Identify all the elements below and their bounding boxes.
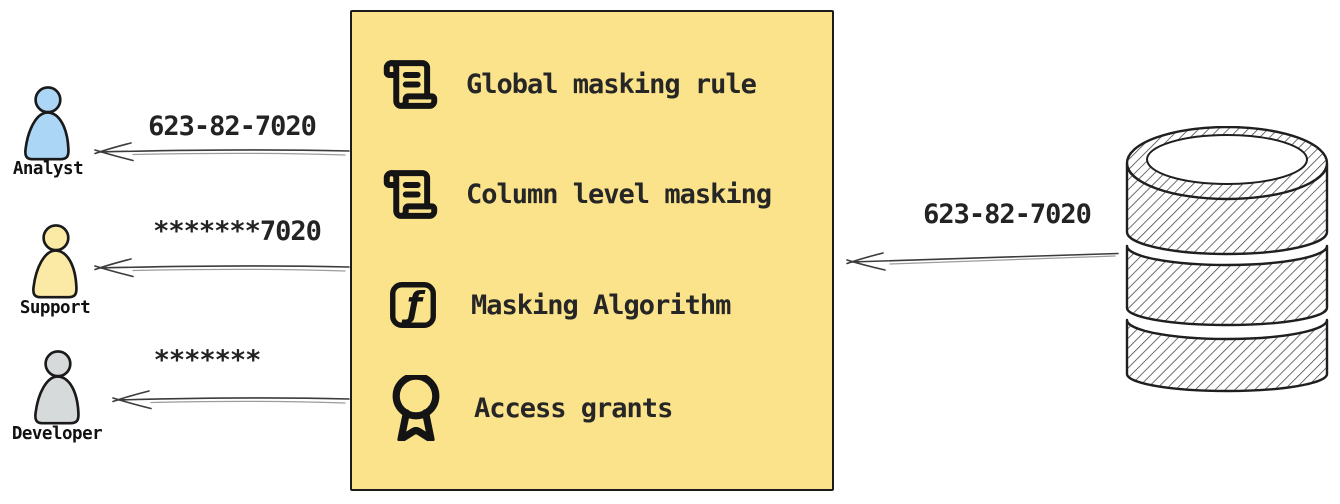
arrow-database-to-box (846, 252, 1119, 271)
masking-item-global-rule: Global masking rule (382, 56, 757, 113)
masking-item-label: Access grants (474, 392, 673, 424)
arrow-box-to-analyst (94, 142, 350, 162)
scroll-text-icon (383, 170, 438, 219)
support-received-value: *******7020 (153, 216, 322, 247)
arrow-box-to-developer (112, 390, 350, 410)
support-label: Support (19, 298, 91, 318)
masking-item-label: Column level masking (466, 179, 772, 210)
award-icon (392, 375, 440, 441)
developer-label: Developer (11, 424, 103, 444)
masking-item-algorithm: ƒ Masking Algorithm (386, 278, 731, 332)
analyst-person-icon (24, 86, 70, 161)
svg-text:ƒ: ƒ (401, 285, 426, 325)
function-square-icon: ƒ (390, 282, 436, 328)
masking-item-label: Masking Algorithm (471, 289, 731, 321)
developer-person-icon (34, 350, 80, 425)
support-person-icon (32, 224, 78, 299)
developer-received-value: ******* (153, 345, 262, 376)
arrow-box-to-support (94, 258, 350, 278)
masking-item-access-grants: Access grants (389, 375, 673, 441)
analyst-label: Analyst (12, 159, 84, 179)
analyst-received-value: 623-82-7020 (148, 111, 317, 142)
source-sent-value: 623-82-7020 (923, 199, 1092, 230)
masking-item-column-level: Column level masking (382, 166, 772, 223)
scroll-text-icon (383, 60, 438, 109)
masking-item-label: Global masking rule (466, 69, 757, 100)
masking-policy-box: Global masking rule Column level masking… (350, 10, 834, 491)
database-icon (1125, 126, 1329, 393)
